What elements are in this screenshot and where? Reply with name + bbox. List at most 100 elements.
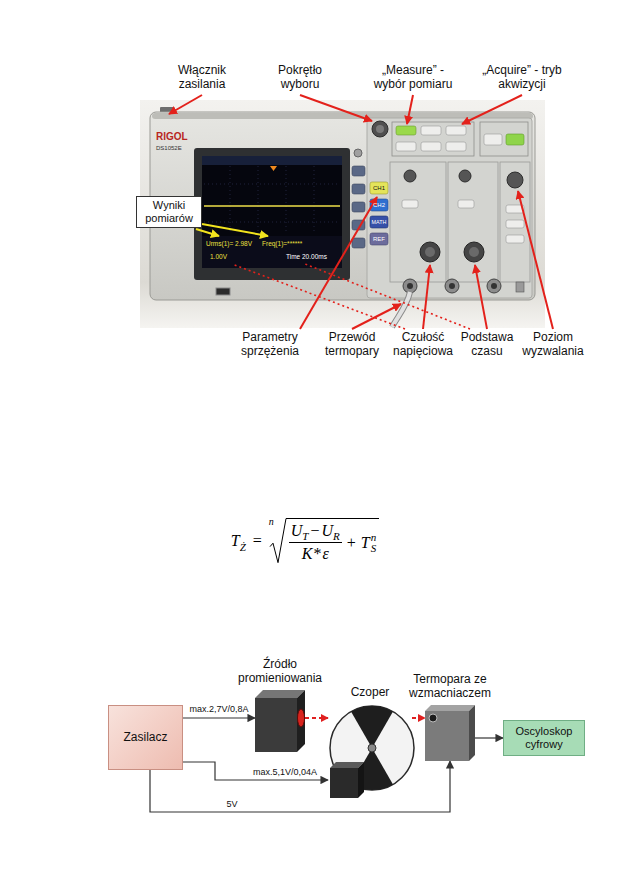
figure-part: [204, 205, 340, 206]
formula-symbol: K: [302, 545, 313, 563]
callout-label: „Acquire” - tryb akwizycji: [474, 64, 570, 92]
figure-part: [202, 224, 268, 236]
brand-label: RIGOL: [156, 131, 188, 142]
callout-label: Przewód termopary: [319, 331, 385, 359]
node-text: Czoper: [351, 685, 390, 699]
formula-symbol: =: [253, 532, 262, 550]
callout-label: „Measure” - wybór pomiaru: [365, 64, 461, 92]
supply-box: Zasilacz: [108, 705, 183, 770]
callout-label: Podstawa czasu: [461, 330, 514, 358]
formula-symbol: +: [347, 534, 356, 552]
figure-part: [446, 142, 466, 151]
callout-label: Pokrętło wyboru: [278, 63, 322, 91]
figure-part: [286, 166, 287, 234]
figure-part: [368, 744, 376, 752]
formula-symbol: n: [269, 516, 274, 528]
fraction: UT−URK*ε: [289, 522, 342, 564]
formula-symbol: U: [322, 522, 334, 540]
formula-symbol: T: [361, 534, 370, 552]
callout-label: Włącznik zasilania: [162, 64, 242, 92]
figure-part: [407, 283, 413, 289]
button-label: REF: [370, 236, 388, 242]
callout-label: Włącznik zasilania: [178, 63, 226, 91]
figure-part: [449, 283, 455, 289]
callout-label: Pokrętło wyboru: [264, 64, 336, 92]
callout-box: Wyniki pomiarów: [136, 196, 202, 228]
figure-part: [330, 762, 364, 768]
chopper-wheel: Czoper: [328, 704, 412, 798]
figure-part: [421, 126, 441, 135]
figure-part: [421, 142, 441, 151]
button-label: MATH: [372, 219, 387, 225]
figure-part: [352, 202, 365, 212]
figure-part: [392, 122, 474, 156]
figure-part: [469, 247, 479, 257]
figure-part: [352, 166, 365, 176]
node-text: Źródło promieniowania: [238, 657, 322, 685]
formula-symbol: R: [333, 530, 340, 543]
edge-label: max.5,1V/0,04A: [251, 767, 319, 777]
screen-readout: Freq(1)=******: [262, 240, 302, 247]
figure-part: [305, 264, 470, 329]
figure-part: [425, 711, 469, 761]
figure-part: [429, 714, 437, 722]
figure-part: [370, 216, 388, 228]
figure-part: [255, 698, 297, 752]
figure-part: [469, 705, 475, 761]
connector: [412, 717, 425, 719]
fraction-bar: [289, 542, 342, 543]
scope-box: Oscyloskop cyfrowy: [503, 720, 585, 756]
chopper-shape: [328, 704, 412, 798]
button-label: CH2: [370, 202, 388, 208]
figure-part: [204, 184, 340, 185]
figure-part: [423, 265, 430, 329]
formula-symbol: *: [313, 545, 321, 563]
figure-part: [358, 762, 364, 798]
figure-part: [459, 170, 471, 182]
figure-part: [392, 292, 410, 327]
formula-symbol: −: [310, 522, 319, 540]
figure-part: [300, 95, 372, 121]
figure-part: [232, 264, 405, 329]
thermo-shape: [425, 705, 475, 761]
callout-label: Podstawa czasu: [457, 331, 517, 359]
button-label: CH1: [373, 185, 385, 191]
figure-part: [458, 200, 474, 208]
screen-readout: 1.00V: [210, 253, 227, 260]
screen-readout: Urms(1)= 2.98V: [206, 240, 252, 247]
formula-symbol: T: [302, 530, 308, 543]
numerator: UT−UR: [289, 522, 342, 540]
radicand: UT−URK*ε+TnS: [286, 518, 379, 564]
button-label: CH2: [373, 202, 385, 208]
screen-readout: 1.00V: [210, 253, 227, 260]
figure-part: [445, 279, 459, 293]
callout-label: Poziom wyzwalania: [522, 330, 583, 358]
figure-part: [352, 238, 365, 248]
figure-part: [402, 200, 418, 208]
figure-part: [204, 222, 340, 223]
figure-part: [396, 126, 416, 135]
shape-heading: Termopara ze wzmacniaczem: [400, 673, 500, 701]
figure-part: [352, 184, 365, 194]
figure-part: [354, 149, 362, 157]
callout-label: Przewód termopary: [325, 330, 379, 358]
connector: [183, 762, 328, 780]
figure-part: [297, 690, 305, 752]
button-label: MATH: [370, 220, 388, 225]
formula-symbol: ε: [322, 545, 328, 563]
shape-heading: Czoper: [330, 686, 410, 700]
figure-part: [404, 170, 416, 182]
formula-symbol: S: [371, 543, 377, 554]
edge-label: max.2,7V/0,8A: [187, 704, 250, 714]
figure-part: [196, 229, 219, 236]
figure-part: [392, 292, 410, 327]
script-stack: nS: [371, 532, 377, 554]
callout-label: „Acquire” - tryb akwizycji: [482, 63, 561, 91]
figure-part: [448, 162, 498, 282]
readout-arrows: [196, 224, 268, 236]
figure-part: [480, 122, 528, 156]
callout-label: „Measure” - wybór pomiaru: [374, 63, 453, 91]
node-text: Zasilacz: [123, 731, 167, 745]
screen-readout: Time 20.00ms: [286, 253, 327, 260]
